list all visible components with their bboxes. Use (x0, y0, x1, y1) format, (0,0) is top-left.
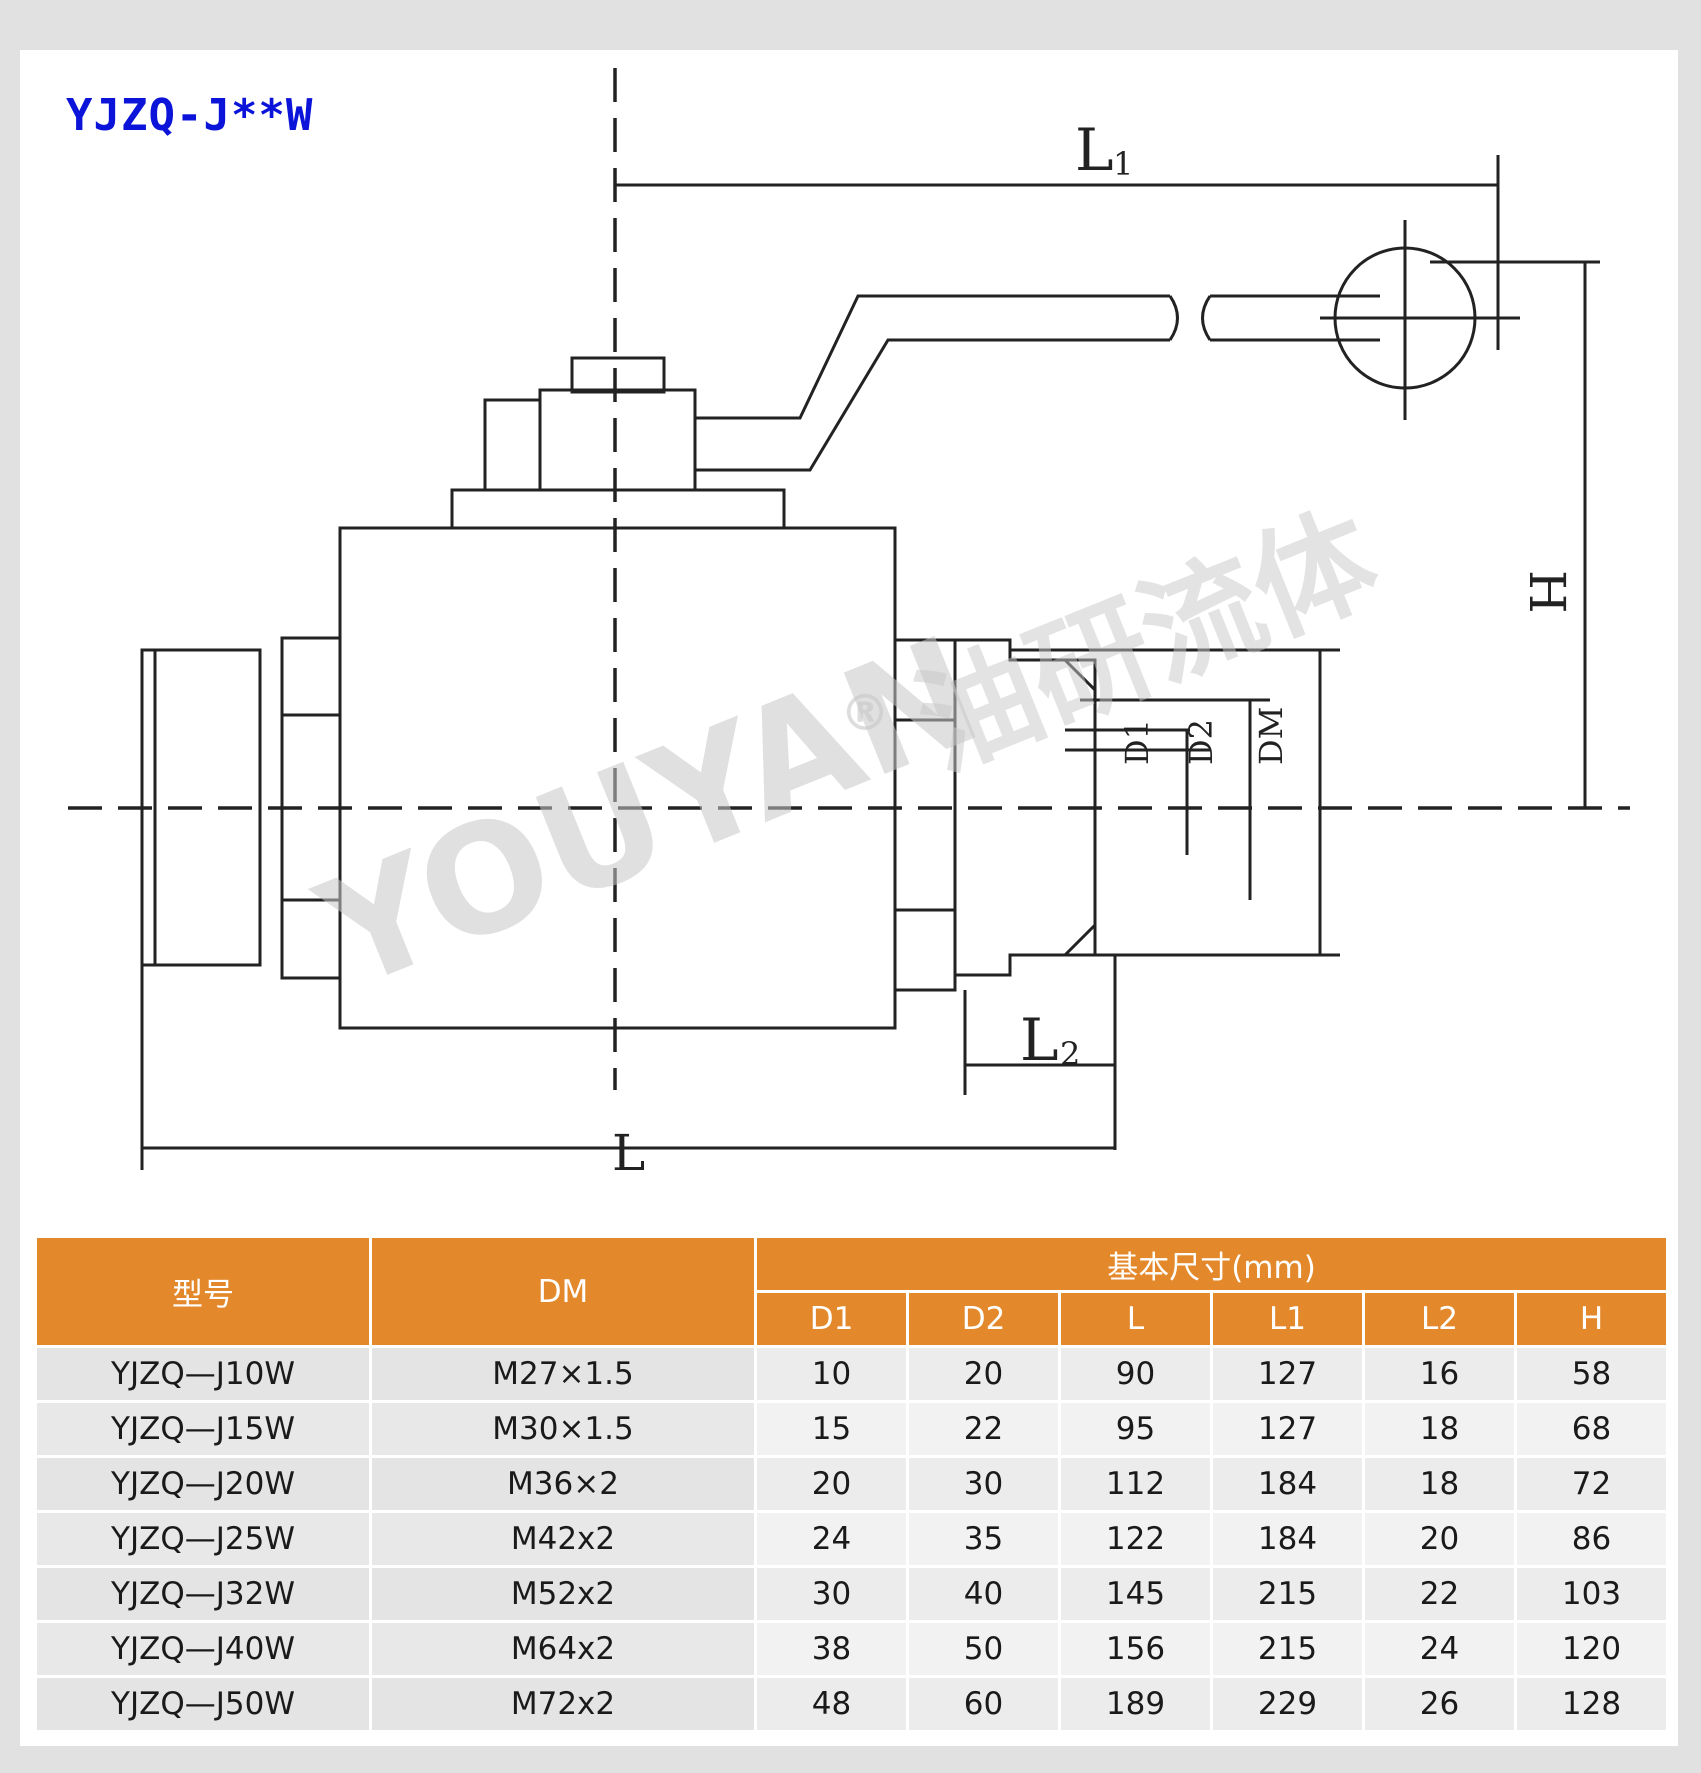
table-row: YJZQ—J10W M27×1.5 10 20 90 127 16 58 (34, 1345, 1669, 1403)
header-model: 型号 (34, 1235, 372, 1348)
cell-dm: M36×2 (369, 1455, 757, 1513)
cell-l2: 20 (1362, 1510, 1517, 1568)
cell-h: 128 (1514, 1675, 1669, 1733)
header-dm: DM (369, 1235, 757, 1348)
cell-dm: M42x2 (369, 1510, 757, 1568)
header-l2: L2 (1362, 1290, 1517, 1348)
cell-h: 86 (1514, 1510, 1669, 1568)
cell-l1: 215 (1210, 1620, 1365, 1678)
header-basic-dimensions: 基本尺寸(mm) (754, 1235, 1669, 1293)
cell-l2: 18 (1362, 1455, 1517, 1513)
cell-d1: 38 (754, 1620, 909, 1678)
cell-d2: 20 (906, 1345, 1061, 1403)
cell-d2: 60 (906, 1675, 1061, 1733)
cell-l1: 184 (1210, 1455, 1365, 1513)
cell-l2: 16 (1362, 1345, 1517, 1403)
cell-d2: 30 (906, 1455, 1061, 1513)
cell-d2: 40 (906, 1565, 1061, 1623)
cell-d1: 48 (754, 1675, 909, 1733)
cell-l: 112 (1058, 1455, 1213, 1513)
cell-dm: M30×1.5 (369, 1400, 757, 1458)
label-l1: L (1075, 116, 1114, 184)
cell-model: YJZQ—J10W (34, 1345, 372, 1403)
cell-l: 122 (1058, 1510, 1213, 1568)
label-dm: DM (1252, 707, 1290, 765)
cell-l1: 127 (1210, 1345, 1365, 1403)
cell-h: 72 (1514, 1455, 1669, 1513)
cell-model: YJZQ—J20W (34, 1455, 372, 1513)
stem-cap (570, 356, 666, 394)
label-d1: D1 (1118, 719, 1156, 765)
header-l: L (1058, 1290, 1213, 1348)
spec-card: YOUYAN ® 油研流体 L 1 L 2 L H D1 D2 DM YJZQ-… (20, 50, 1678, 1746)
cell-l: 95 (1058, 1400, 1213, 1458)
cell-h: 103 (1514, 1565, 1669, 1623)
cell-d1: 30 (754, 1565, 909, 1623)
cell-l2: 18 (1362, 1400, 1517, 1458)
cell-d1: 15 (754, 1400, 909, 1458)
cell-d1: 20 (754, 1455, 909, 1513)
cell-l: 156 (1058, 1620, 1213, 1678)
cell-h: 120 (1514, 1620, 1669, 1678)
cell-l1: 229 (1210, 1675, 1365, 1733)
cell-l: 145 (1058, 1565, 1213, 1623)
label-l2-sub: 2 (1060, 1035, 1080, 1073)
cell-d2: 50 (906, 1620, 1061, 1678)
table-row: YJZQ—J15W M30×1.5 15 22 95 127 18 68 (34, 1400, 1669, 1458)
cell-l: 189 (1058, 1675, 1213, 1733)
cell-d1: 24 (754, 1510, 909, 1568)
cell-h: 68 (1514, 1400, 1669, 1458)
cell-l2: 24 (1362, 1620, 1517, 1678)
cell-d2: 22 (906, 1400, 1061, 1458)
cell-model: YJZQ—J15W (34, 1400, 372, 1458)
cell-d2: 35 (906, 1510, 1061, 1568)
stem-block (538, 388, 697, 492)
cell-model: YJZQ—J50W (34, 1675, 372, 1733)
table-row: YJZQ—J50W M72x2 48 60 189 229 26 128 (34, 1675, 1669, 1733)
table-row: YJZQ—J20W M36×2 20 30 112 184 18 72 (34, 1455, 1669, 1513)
left-thread-end (140, 648, 262, 967)
cell-l1: 184 (1210, 1510, 1365, 1568)
cell-l2: 26 (1362, 1675, 1517, 1733)
cell-l2: 22 (1362, 1565, 1517, 1623)
cell-model: YJZQ—J25W (34, 1510, 372, 1568)
cell-l1: 127 (1210, 1400, 1365, 1458)
label-l1-sub: 1 (1113, 145, 1133, 183)
label-l: L (612, 1124, 645, 1182)
label-d2: D2 (1182, 719, 1220, 765)
label-l2: L (1020, 1006, 1059, 1074)
table-row: YJZQ—J25W M42x2 24 35 122 184 20 86 (34, 1510, 1669, 1568)
label-h: H (1518, 570, 1576, 614)
table-row: YJZQ—J32W M52x2 30 40 145 215 22 103 (34, 1565, 1669, 1623)
header-d1: D1 (754, 1290, 909, 1348)
stem-base (450, 488, 786, 530)
spec-table: 型号 DM 基本尺寸(mm) D1 D2 L L1 L2 H YJZQ—J10W… (34, 1235, 1669, 1733)
handle-lever (695, 294, 1170, 472)
cell-dm: M72x2 (369, 1675, 757, 1733)
cell-dm: M64x2 (369, 1620, 757, 1678)
cell-model: YJZQ—J32W (34, 1565, 372, 1623)
valve-dimension-drawing: YOUYAN ® 油研流体 L 1 L 2 L H D1 D2 DM (68, 68, 1630, 1182)
cell-model: YJZQ—J40W (34, 1620, 372, 1678)
cell-dm: M52x2 (369, 1565, 757, 1623)
header-d2: D2 (906, 1290, 1061, 1348)
stem-housing (483, 398, 542, 492)
model-title: YJZQ-J**W (66, 90, 314, 141)
cell-l1: 215 (1210, 1565, 1365, 1623)
cell-d1: 10 (754, 1345, 909, 1403)
cell-dm: M27×1.5 (369, 1345, 757, 1403)
table-row: YJZQ—J40W M64x2 38 50 156 215 24 120 (34, 1620, 1669, 1678)
header-h: H (1514, 1290, 1669, 1348)
cell-h: 58 (1514, 1345, 1669, 1403)
watermark-registered-mark: ® (840, 684, 890, 742)
cell-l: 90 (1058, 1345, 1213, 1403)
header-l1: L1 (1210, 1290, 1365, 1348)
